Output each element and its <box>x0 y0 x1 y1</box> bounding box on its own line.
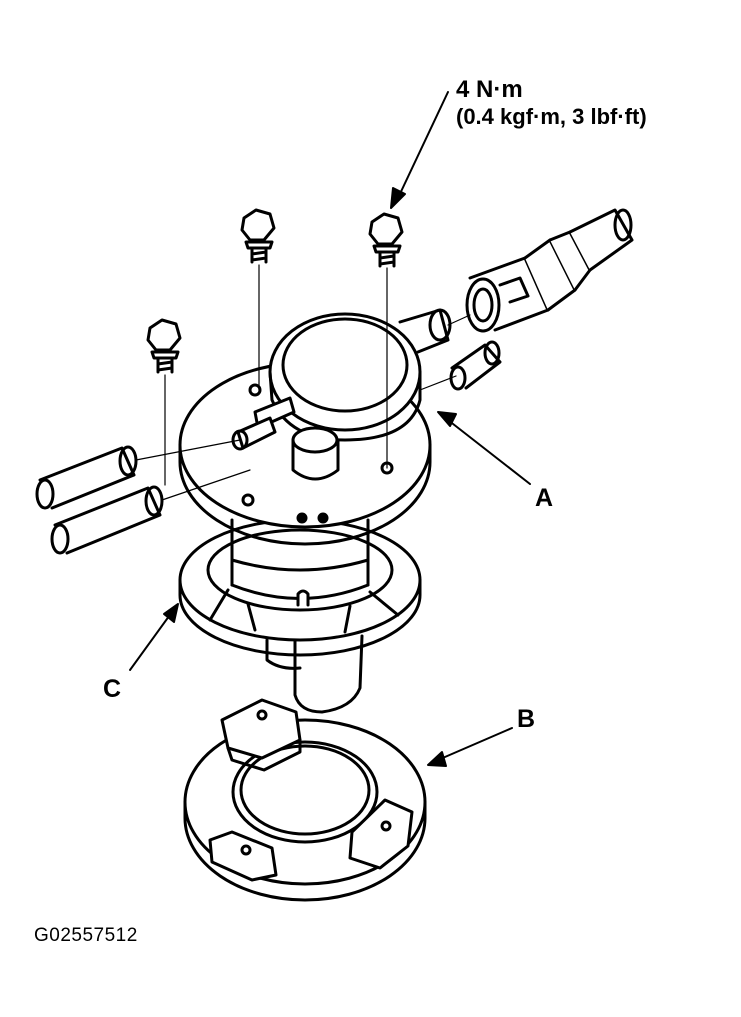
torque-spec-conversion: (0.4 kgf·m, 3 lbf·ft) <box>456 104 647 129</box>
bolt-middle <box>242 210 274 262</box>
callout-arrows <box>130 92 530 766</box>
bolt-right <box>370 214 402 266</box>
arrow-c <box>130 612 172 670</box>
torque-spec-value: 4 N·m <box>456 76 523 103</box>
hoses <box>37 210 632 553</box>
base-ring-b <box>185 700 425 900</box>
callout-label-a: A <box>535 484 554 512</box>
flange-plate-a <box>180 310 450 544</box>
torque-arrow <box>398 92 448 198</box>
arrow-b <box>438 728 512 760</box>
pump-body-c <box>180 520 420 712</box>
bolt-left <box>148 320 180 372</box>
assembly-guide-lines <box>136 265 470 500</box>
figure-id: G02557512 <box>34 925 138 946</box>
callout-label-b: B <box>517 705 536 733</box>
arrow-a <box>448 420 530 484</box>
callout-label-c: C <box>103 675 122 703</box>
